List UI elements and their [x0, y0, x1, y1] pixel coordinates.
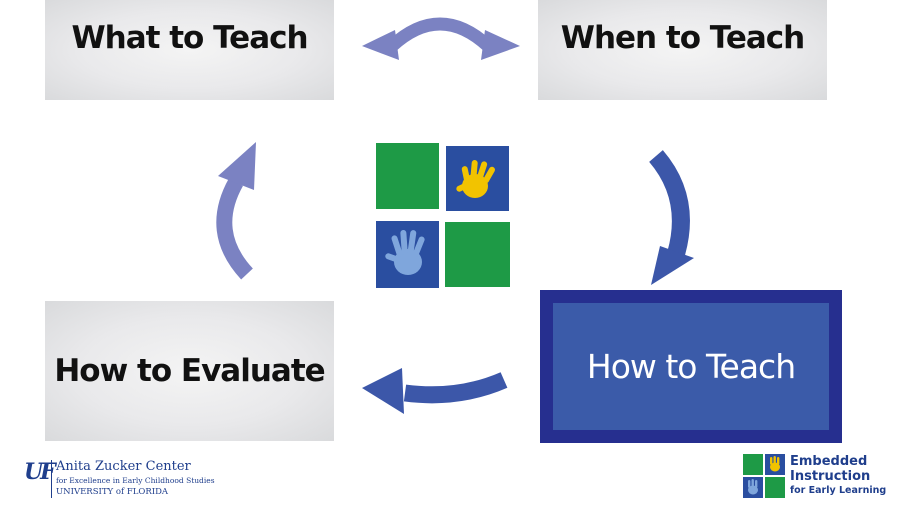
what-to-teach-label: What to Teach: [71, 20, 308, 56]
four-square-handprint-logo: [376, 143, 510, 288]
uf-center-subtitle: for Excellence in Early Childhood Studie…: [56, 476, 215, 485]
uf-divider: [51, 460, 52, 498]
uf-center-name: Anita Zucker Center: [56, 459, 191, 474]
arrow-down-right: [649, 150, 694, 285]
yellow-handprint-icon: [456, 160, 495, 198]
arrow-left-bottom: [362, 368, 508, 414]
ei-line3: for Early Learning: [790, 485, 887, 496]
how-to-teach-label: How to Teach: [586, 347, 796, 386]
uf-monogram-icon: UF: [24, 459, 56, 485]
embedded-instruction-logo: Embedded Instruction for Early Learning: [742, 452, 892, 502]
embedded-instruction-text: Embedded Instruction for Early Learning: [790, 454, 886, 497]
arrow-up-left: [216, 142, 256, 280]
what-to-teach-box: What to Teach: [45, 0, 334, 100]
when-to-teach-box: When to Teach: [538, 0, 827, 100]
ei-line1: Embedded: [790, 454, 868, 469]
how-to-evaluate-box: How to Evaluate: [45, 301, 334, 441]
ei-line2: Instruction: [790, 469, 871, 484]
embedded-instruction-icon: [743, 454, 785, 498]
uf-university-name: UNIVERSITY of FLORIDA: [56, 487, 169, 497]
blue-handprint-icon: [385, 230, 425, 275]
how-to-teach-box: How to Teach: [540, 290, 842, 443]
how-to-evaluate-label: How to Evaluate: [54, 353, 325, 389]
when-to-teach-label: When to Teach: [560, 20, 805, 56]
how-to-teach-inner: How to Teach: [553, 303, 829, 430]
double-arrow-top: [362, 17, 520, 60]
uf-anita-zucker-logo: UF Anita Zucker Center for Excellence in…: [24, 457, 224, 501]
